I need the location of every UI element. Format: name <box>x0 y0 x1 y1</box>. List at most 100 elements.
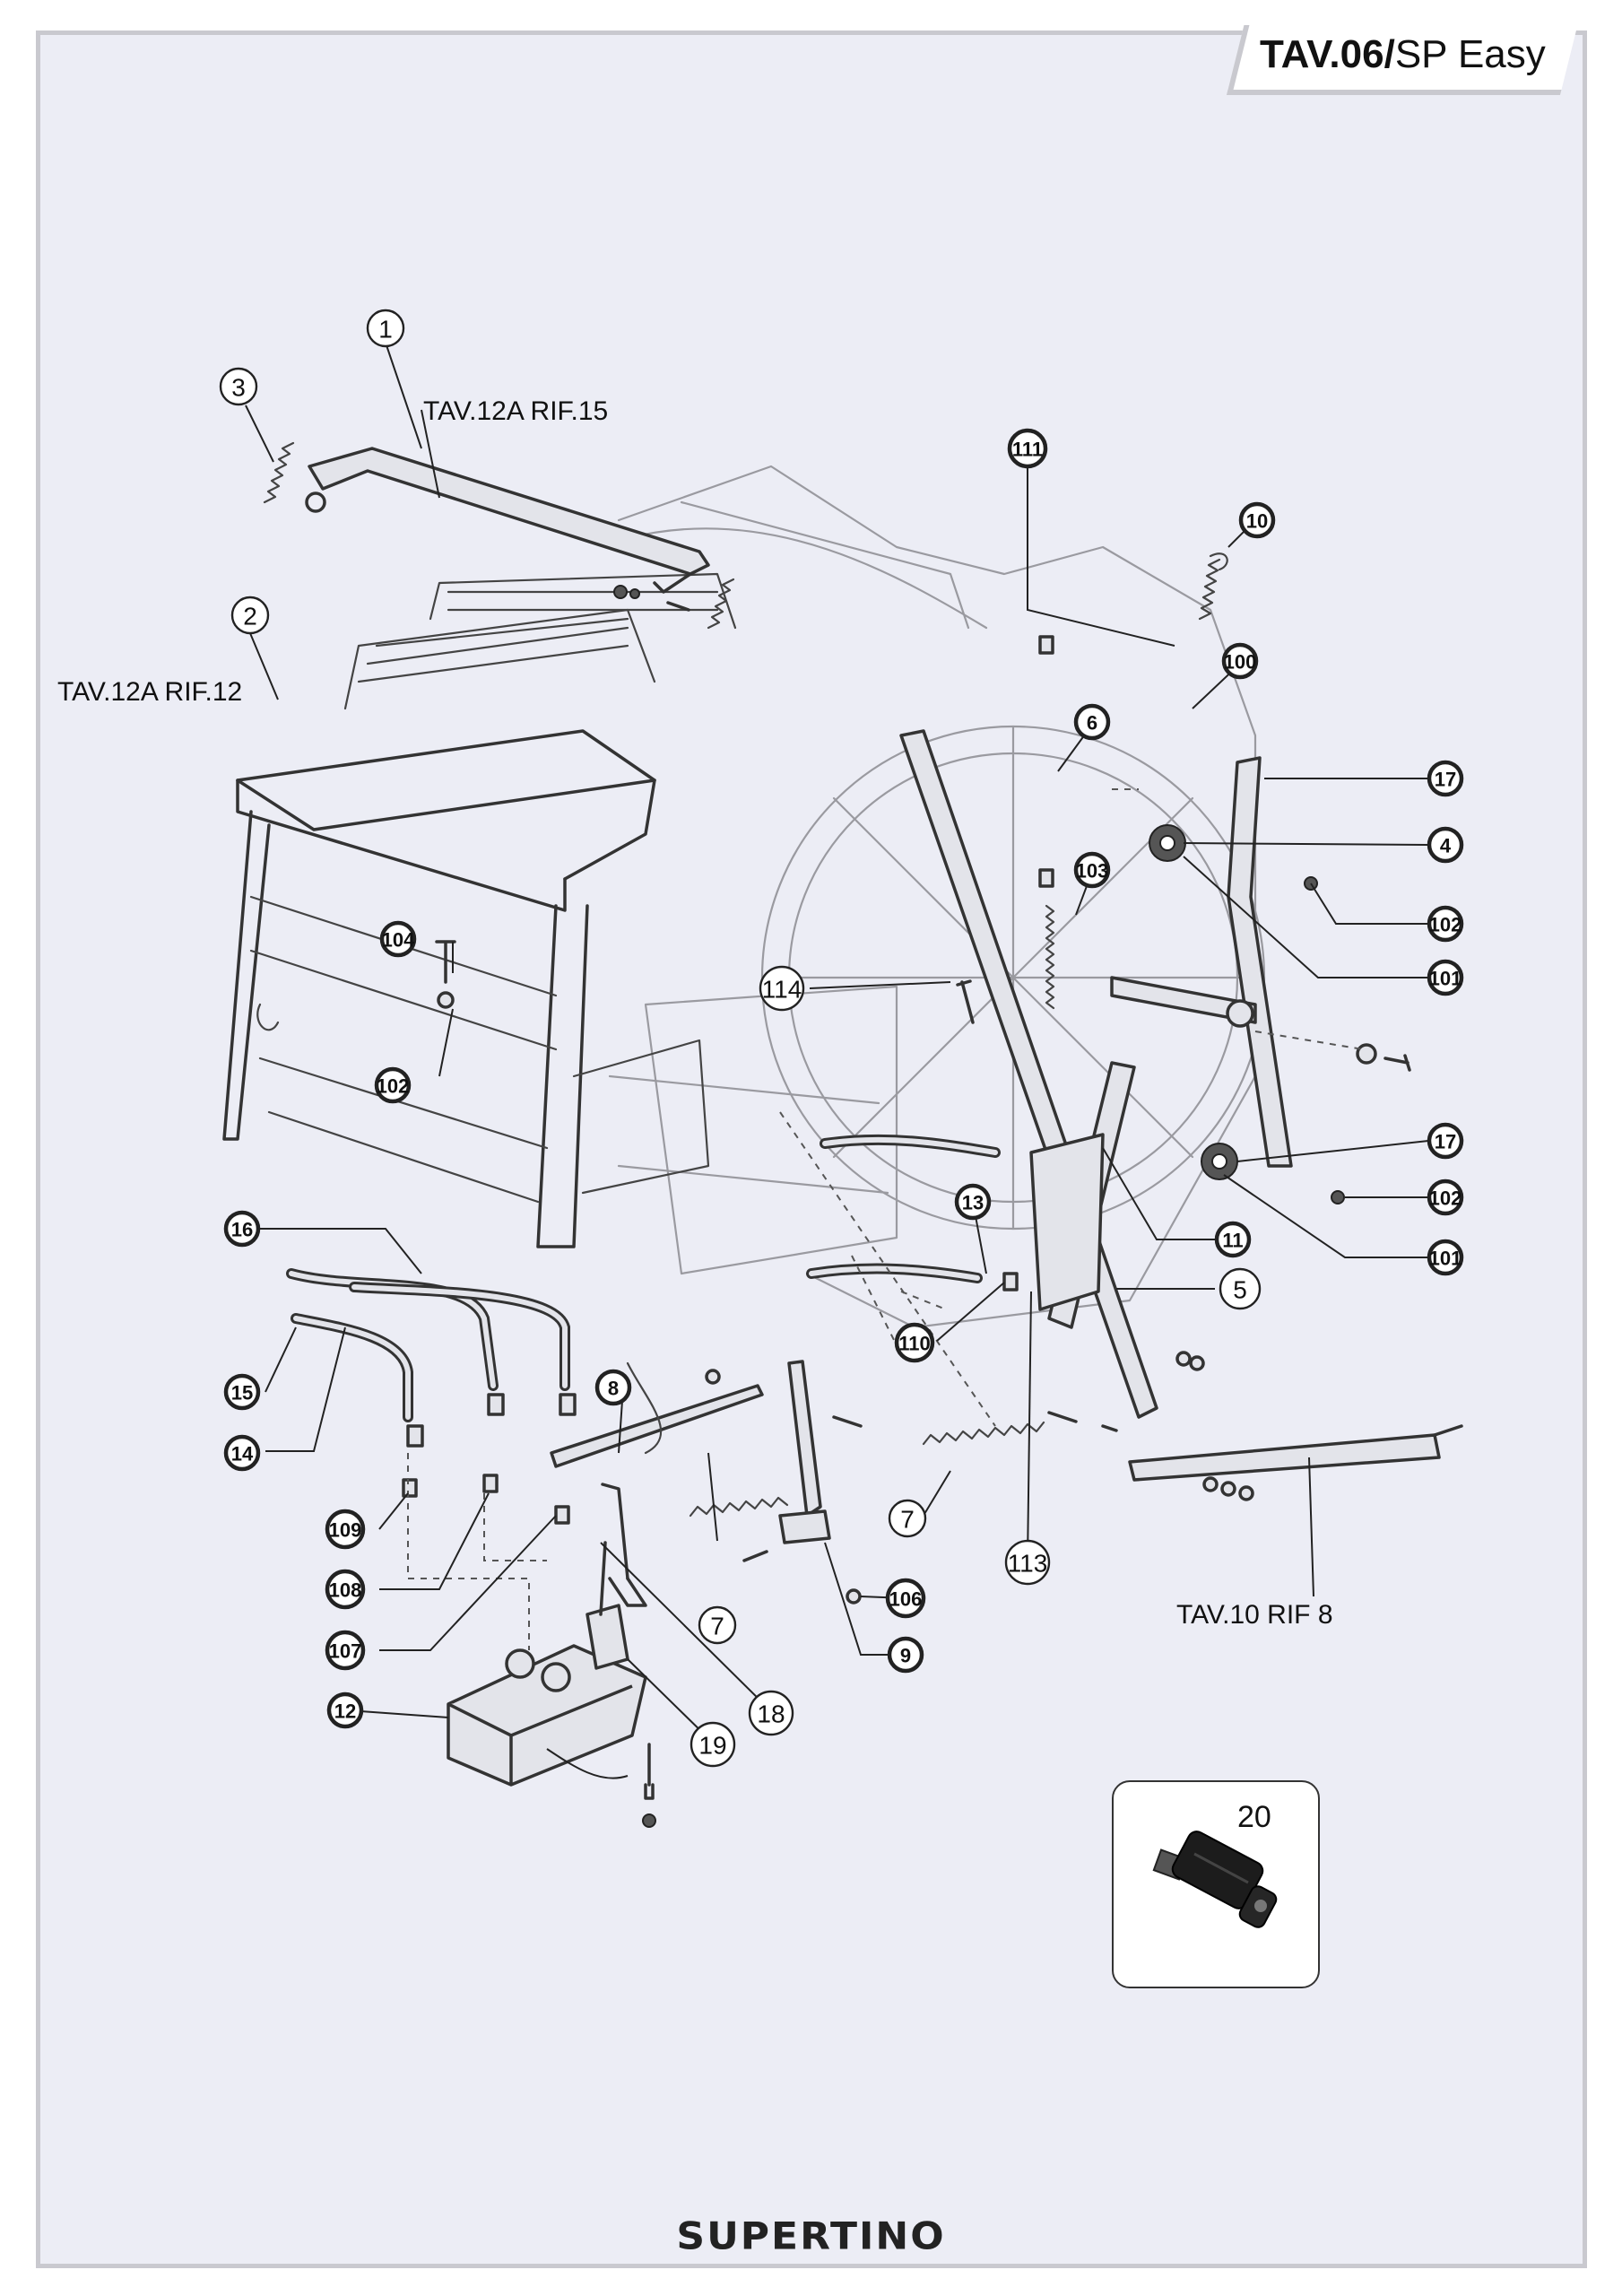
svg-text:113: 113 <box>1008 1550 1048 1578</box>
svg-text:14: 14 <box>231 1443 254 1465</box>
callout-12: 12 <box>326 1692 364 1729</box>
svg-text:6: 6 <box>1087 712 1097 735</box>
brand-logo: SUPERTINO <box>676 2214 946 2258</box>
hydraulic-cylinder-image <box>1152 1831 1278 1928</box>
svg-text:3: 3 <box>231 374 246 402</box>
callout-6: 6 <box>1073 703 1111 741</box>
svg-text:17: 17 <box>1435 1131 1456 1153</box>
svg-text:11: 11 <box>1222 1230 1243 1252</box>
callout-19: 19 <box>690 1721 736 1768</box>
svg-text:7: 7 <box>710 1613 724 1640</box>
inset-label: 20 <box>1237 1800 1271 1834</box>
svg-text:101: 101 <box>1429 1248 1462 1270</box>
svg-text:106: 106 <box>889 1588 923 1611</box>
callout-108: 108 <box>325 1569 366 1610</box>
callout-10: 10 <box>1238 501 1276 539</box>
svg-text:103: 103 <box>1076 860 1109 883</box>
hydraulic-hoses <box>286 1134 1001 1422</box>
callout-8: 8 <box>594 1369 632 1406</box>
callout-113: 113 <box>1004 1539 1051 1586</box>
page-title: TAV.06/SP Easy <box>1260 32 1546 77</box>
svg-text:17: 17 <box>1435 769 1456 791</box>
table-code: TAV.06/ <box>1260 32 1395 76</box>
svg-text:13: 13 <box>962 1192 984 1214</box>
callout-100: 100 <box>1221 642 1259 680</box>
svg-text:19: 19 <box>698 1732 726 1760</box>
svg-text:15: 15 <box>231 1382 253 1405</box>
spring-10 <box>1198 552 1228 621</box>
part-3-spring <box>263 441 735 630</box>
svg-text:8: 8 <box>608 1378 619 1400</box>
callout-4: 4 <box>1427 826 1464 864</box>
callout-11: 11 <box>1214 1221 1252 1258</box>
callout-9: 9 <box>887 1636 924 1674</box>
assembly-lines <box>407 788 1364 1650</box>
svg-text:101: 101 <box>1429 968 1462 990</box>
callout-13: 13 <box>954 1183 992 1221</box>
page-frame <box>36 30 1587 2268</box>
svg-text:104: 104 <box>382 929 415 952</box>
svg-text:114: 114 <box>762 976 802 1004</box>
svg-text:108: 108 <box>329 1579 362 1602</box>
lever-linkage <box>899 729 1463 1482</box>
svg-text:109: 109 <box>329 1519 362 1542</box>
svg-text:1: 1 <box>378 316 393 344</box>
callout-7-left: 7 <box>698 1605 737 1645</box>
sprocket-lower <box>1201 1143 1238 1180</box>
callout-7-right: 7 <box>888 1499 927 1538</box>
reference-note-pedal: TAV.10 RIF 8 <box>1176 1600 1333 1630</box>
fittings <box>402 635 1411 1605</box>
svg-text:102: 102 <box>1429 1187 1462 1210</box>
spring-103 <box>1045 904 1055 1010</box>
callout-103: 103 <box>1073 851 1111 889</box>
callout-14: 14 <box>223 1434 261 1472</box>
callout-102-left: 102 <box>374 1066 412 1104</box>
svg-text:16: 16 <box>231 1219 253 1241</box>
callout-109: 109 <box>325 1509 366 1550</box>
svg-text:18: 18 <box>757 1700 785 1728</box>
svg-text:110: 110 <box>898 1333 931 1355</box>
inset-part-20: 20 <box>1112 1780 1320 1988</box>
spring-7b <box>689 1496 789 1518</box>
machine-body-outline <box>608 465 1266 1329</box>
callout-101-upper: 101 <box>1427 959 1464 996</box>
svg-text:12: 12 <box>334 1700 356 1723</box>
part-1-bar <box>305 447 710 594</box>
callout-111: 111 <box>1007 428 1048 469</box>
model-name: SP Easy <box>1394 32 1546 76</box>
callout-101-lower: 101 <box>1427 1239 1464 1276</box>
callout-16: 16 <box>223 1210 261 1248</box>
callout-5: 5 <box>1219 1267 1262 1310</box>
callout-2: 2 <box>230 596 270 635</box>
reference-note-part1: TAV.12A RIF.15 <box>423 396 608 426</box>
callout-1: 1 <box>366 309 405 348</box>
reference-note-part2: TAV.12A RIF.12 <box>57 677 242 707</box>
svg-text:102: 102 <box>377 1075 410 1098</box>
callout-104: 104 <box>379 920 417 958</box>
callout-15: 15 <box>223 1373 261 1411</box>
spring-7a <box>922 1421 1045 1446</box>
callout-17-upper: 17 <box>1427 760 1464 797</box>
svg-text:100: 100 <box>1224 651 1257 674</box>
svg-text:7: 7 <box>900 1506 915 1534</box>
hopper-frame <box>222 572 737 1248</box>
callout-18: 18 <box>748 1690 794 1736</box>
svg-text:10: 10 <box>1246 510 1268 533</box>
callout-102-upper: 102 <box>1427 905 1464 943</box>
svg-text:9: 9 <box>900 1645 911 1667</box>
sprocket-upper <box>1149 824 1186 862</box>
svg-text:4: 4 <box>1440 835 1452 857</box>
svg-text:102: 102 <box>1429 914 1462 936</box>
svg-text:5: 5 <box>1233 1276 1247 1304</box>
svg-text:107: 107 <box>329 1640 362 1663</box>
control-levers <box>550 1360 831 1607</box>
callout-110: 110 <box>894 1322 935 1363</box>
callout-106: 106 <box>885 1578 926 1619</box>
callout-102-lower: 102 <box>1427 1178 1464 1216</box>
callout-114: 114 <box>759 965 805 1012</box>
svg-text:111: 111 <box>1012 439 1043 461</box>
valve-block <box>447 1541 656 1828</box>
svg-text:2: 2 <box>243 603 257 631</box>
callout-107: 107 <box>325 1630 366 1671</box>
